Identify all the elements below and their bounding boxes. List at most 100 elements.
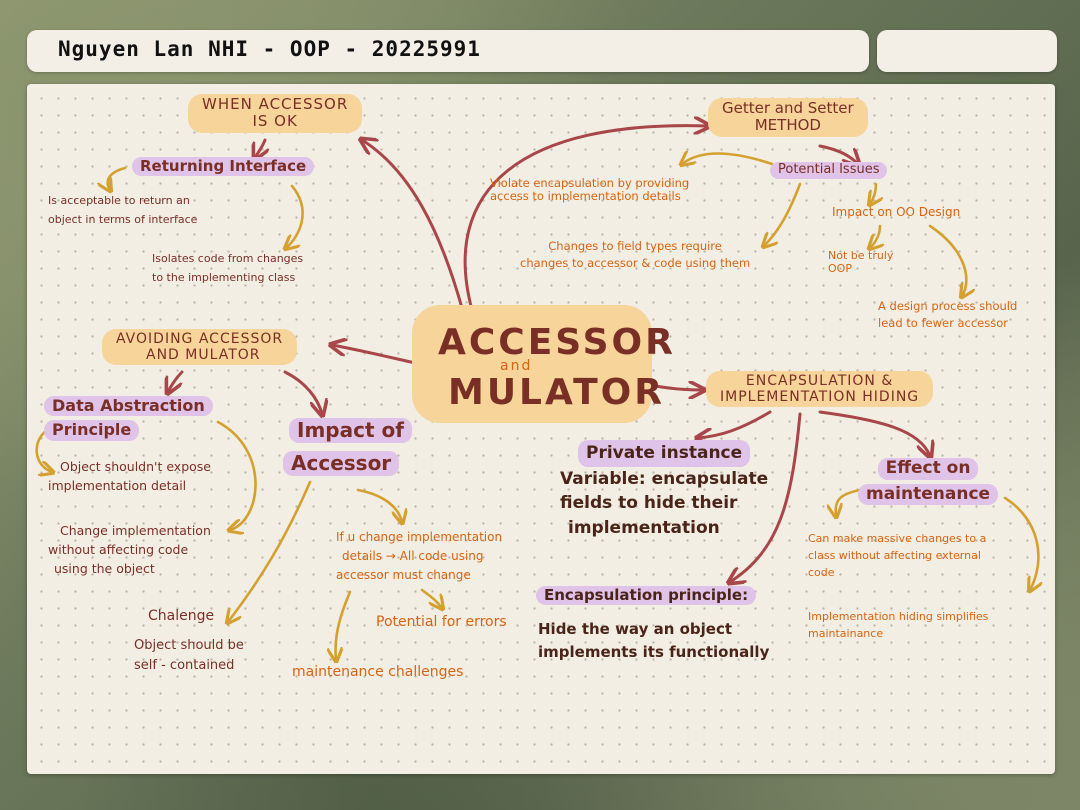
- when-ok-line1: WHEN ACCESSOR: [202, 95, 349, 113]
- link-issues-violate: [682, 154, 774, 165]
- change-impl-note: Change implementation without affecting …: [48, 522, 211, 578]
- change-line2: without affecting code: [48, 541, 189, 557]
- returning-interface: Returning Interface: [132, 157, 315, 177]
- challenge-line1: Object should be: [134, 638, 244, 653]
- link-center-getter: [463, 126, 708, 312]
- private-line1: Private instance: [578, 440, 751, 467]
- effect-line1: Effect on: [877, 458, 979, 480]
- link-impact-notoop: [870, 224, 880, 248]
- if-change-note: If u change implementation details → All…: [336, 528, 502, 586]
- impl-line1: Implementation hiding simplifies: [808, 610, 989, 623]
- expose-note: Object shouldn't expose implementation d…: [48, 458, 211, 496]
- when-ok-line2: IS OK: [252, 112, 298, 131]
- not-oop-note: Not be truly OOP: [828, 249, 894, 275]
- link-encap-effect: [818, 410, 930, 456]
- violate-line1: Violate encapsulation by providing: [490, 176, 690, 190]
- not-oop-line2: OOP: [828, 261, 852, 275]
- link-center-when-ok: [362, 140, 464, 310]
- change-line3: using the object: [54, 560, 155, 576]
- central-line1: ACCESSOR: [438, 322, 676, 363]
- design-process-note: A design process should lead to fewer ac…: [878, 298, 1017, 333]
- link-encap-private: [698, 410, 772, 438]
- principle-line2: implements its functionally: [538, 643, 770, 662]
- link-avoid-dap: [168, 370, 184, 392]
- link-returning-note1: [108, 166, 127, 190]
- violate-note: Violate encapsulation by providing acces…: [490, 176, 690, 204]
- link-impact-if: [356, 488, 402, 522]
- avoiding-line2: AND MULATOR: [146, 347, 261, 364]
- changes-note: Changes to field types require changes t…: [520, 238, 750, 273]
- potential-issues: Potential Issues: [770, 162, 888, 179]
- principle-line1: Hide the way an object: [538, 620, 733, 638]
- maintenance-challenges: maintenance challenges: [292, 664, 464, 680]
- encapsulation-principle-title: Encapsulation principle:: [536, 586, 757, 606]
- link-issues-changes: [764, 182, 802, 246]
- challenge-note: Object should be self - contained: [134, 636, 244, 675]
- link-impact-design: [928, 224, 966, 296]
- getter-setter-line2: METHOD: [754, 116, 821, 135]
- private-instance-note: Private instance Variable: encapsulate f…: [560, 440, 768, 541]
- when-ok-note2-line1: Isolates code from changes: [152, 252, 304, 265]
- avoiding-line1: AVOIDING ACCESSOR: [116, 331, 284, 347]
- private-line2: Variable: encapsulate: [560, 468, 769, 489]
- link-when-returning: [255, 138, 265, 158]
- encap-line1: ENCAPSULATION &: [745, 373, 894, 389]
- potential-errors: Potential for errors: [376, 614, 507, 630]
- impl-line2: maintainance: [808, 627, 884, 641]
- link-effect-massive: [836, 488, 862, 516]
- avoiding-title: AVOIDING ACCESSOR AND MULATOR: [102, 329, 298, 366]
- change-line1: Change implementation: [60, 523, 211, 538]
- getter-setter-title: Getter and Setter METHOD: [708, 98, 868, 137]
- link-issues-impact: [870, 182, 876, 204]
- changes-line2: changes to accessor & code using them: [520, 256, 751, 271]
- encapsulation-principle-note: Hide the way an object implements its fu…: [538, 618, 769, 665]
- central-and: and: [500, 358, 533, 374]
- encapsulation-title: ENCAPSULATION & IMPLEMENTATION HIDING: [706, 371, 934, 408]
- data-abstraction-principle: Data Abstraction Principle: [44, 396, 213, 441]
- expose-line2: implementation detail: [48, 477, 187, 493]
- private-line4: implementation: [568, 517, 720, 538]
- link-dap-change: [216, 420, 257, 530]
- massive-line3: code: [808, 566, 835, 580]
- challenge-line2: self - contained: [134, 657, 235, 673]
- getter-setter-line1: Getter and Setter: [722, 99, 854, 117]
- private-line3: fields to hide their: [560, 493, 738, 514]
- link-if-errors: [420, 588, 442, 608]
- link-if-maintenance: [336, 590, 352, 660]
- if-line1: If u change implementation: [336, 530, 503, 544]
- challenge-title: Chalenge: [148, 608, 215, 624]
- when-ok-note1: Is acceptable to return an object in ter…: [48, 192, 197, 229]
- impact-oo-design: Impact on OO Design: [832, 205, 961, 219]
- link-encap-principle: [730, 412, 802, 582]
- dap-line2: Principle: [44, 420, 140, 441]
- effect-on-maintenance: Effect on maintenance: [858, 458, 999, 506]
- central-topic: [412, 305, 652, 423]
- encap-line2: IMPLEMENTATION HIDING: [720, 389, 920, 406]
- dotted-paper: [27, 84, 1055, 774]
- when-ok-note2: Isolates code from changes to the implem…: [152, 250, 303, 287]
- impact-accessor-title: Impact of Accessor: [283, 418, 412, 476]
- dap-line1: Data Abstraction: [44, 396, 213, 417]
- header-side-box: [877, 30, 1057, 72]
- violate-line2: access to implementation details: [490, 189, 681, 204]
- design-line2: lead to fewer accessor: [878, 316, 1008, 331]
- if-line2: details → All code using: [342, 549, 484, 564]
- expose-line1: Object shouldn't expose: [60, 459, 211, 474]
- when-ok-title: WHEN ACCESSOR IS OK: [188, 94, 363, 133]
- central-line2: MULATOR: [448, 372, 665, 413]
- changes-line1: Changes to field types require: [548, 239, 722, 253]
- impl-hiding-note: Implementation hiding simplifies maintai…: [808, 608, 988, 642]
- page-title: Nguyen Lan NHI - OOP - 20225991: [58, 37, 481, 61]
- impact-line1: Impact of: [289, 418, 412, 443]
- not-oop-line1: Not be truly: [828, 249, 894, 262]
- link-effect-impl: [1003, 496, 1038, 590]
- link-avoid-impact: [283, 370, 322, 414]
- impact-line2: Accessor: [283, 451, 400, 476]
- massive-line2: class without affecting external: [808, 549, 981, 563]
- link-returning-note2: [286, 184, 304, 248]
- link-impact-challenge: [228, 480, 312, 622]
- when-ok-note1-line2: object in terms of interface: [48, 212, 198, 226]
- header-bar: [27, 30, 869, 72]
- if-line3: accessor must change: [336, 568, 471, 583]
